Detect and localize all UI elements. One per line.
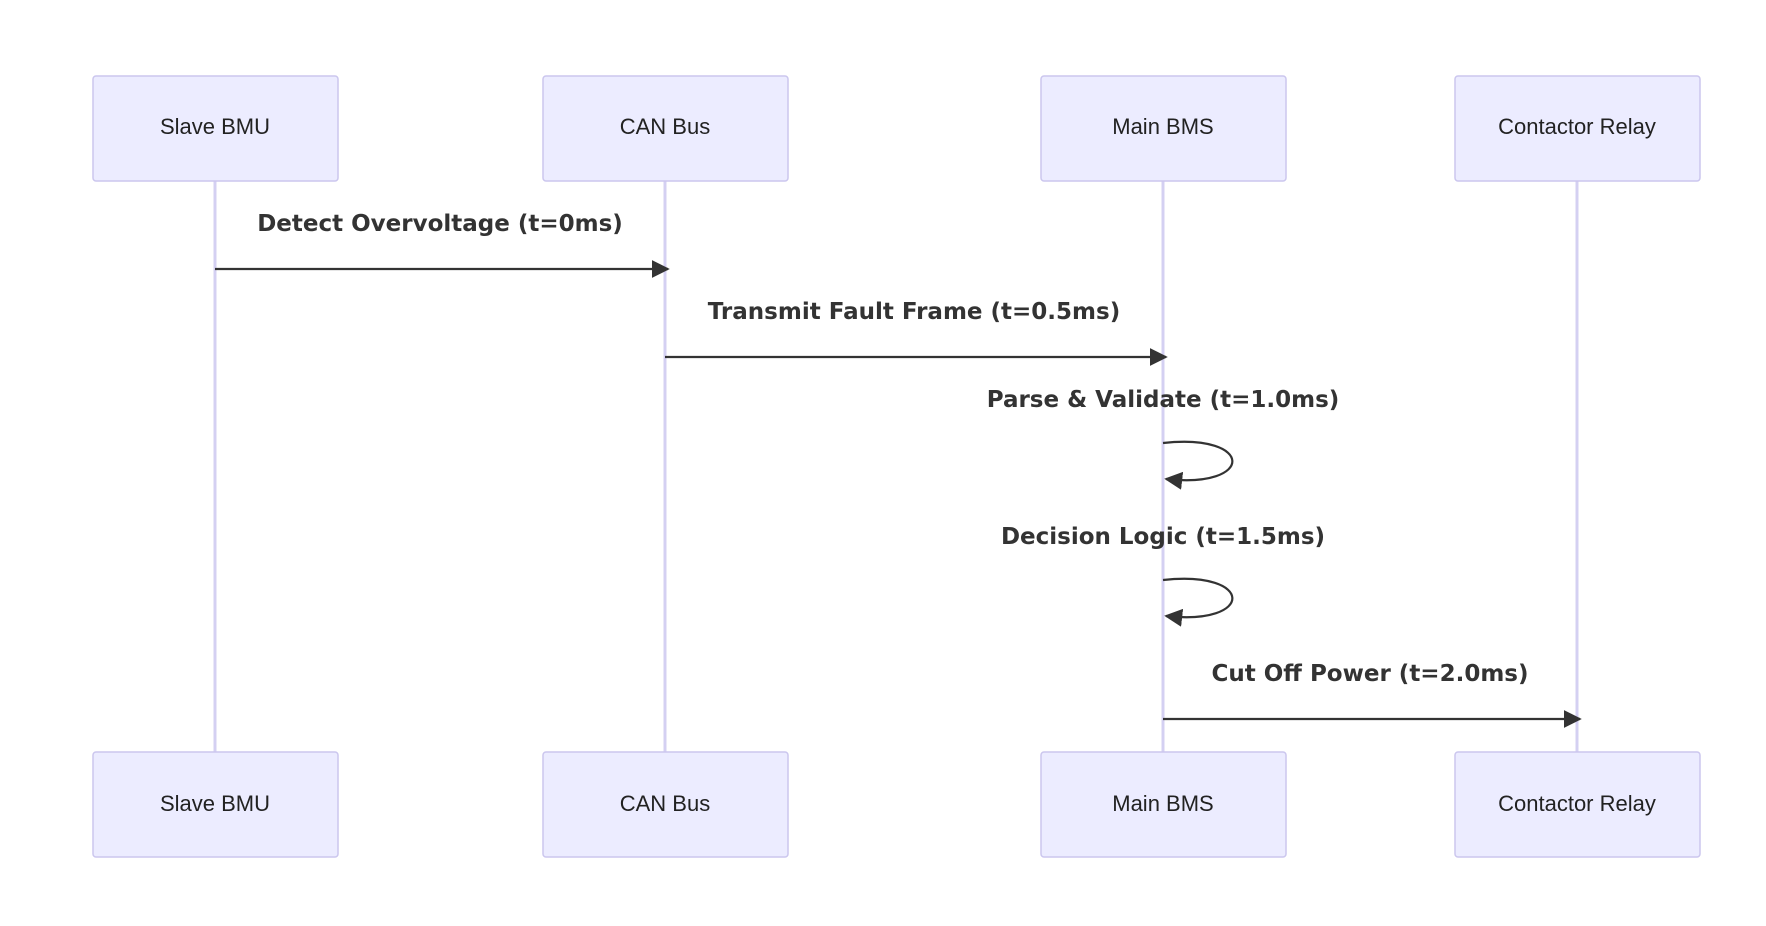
messages: Detect Overvoltage (t=0ms) Transmit Faul…	[215, 211, 1582, 728]
message-label: Parse & Validate (t=1.0ms)	[987, 387, 1340, 413]
message-decision-logic: Decision Logic (t=1.5ms)	[1001, 524, 1325, 627]
message-transmit-fault-frame: Transmit Fault Frame (t=0.5ms)	[665, 299, 1168, 366]
message-parse-validate: Parse & Validate (t=1.0ms)	[987, 387, 1340, 490]
message-cut-off-power: Cut Off Power (t=2.0ms)	[1163, 661, 1582, 728]
self-loop-arrow	[1162, 440, 1234, 490]
message-label: Cut Off Power (t=2.0ms)	[1212, 661, 1529, 687]
actor-top-slave-bmu: Slave BMU	[92, 75, 339, 182]
actor-bottom-main-bms: Main BMS	[1040, 751, 1287, 858]
actor-bottom-can-bus: CAN Bus	[542, 751, 789, 858]
actor-label: CAN Bus	[620, 791, 710, 816]
actor-label: CAN Bus	[620, 114, 710, 139]
actor-top-contactor-relay: Contactor Relay	[1454, 75, 1701, 182]
actor-label: Main BMS	[1112, 114, 1213, 139]
actor-label: Main BMS	[1112, 791, 1213, 816]
actor-bottom-contactor-relay: Contactor Relay	[1454, 751, 1701, 858]
actors-top: Slave BMU CAN Bus Main BMS Contactor Rel…	[92, 75, 1701, 182]
actor-bottom-slave-bmu: Slave BMU	[92, 751, 339, 858]
message-label: Transmit Fault Frame (t=0.5ms)	[708, 299, 1120, 325]
message-label: Detect Overvoltage (t=0ms)	[257, 211, 623, 237]
actor-label: Slave BMU	[160, 114, 270, 139]
actor-label: Contactor Relay	[1498, 114, 1656, 139]
actor-top-main-bms: Main BMS	[1040, 75, 1287, 182]
message-label: Decision Logic (t=1.5ms)	[1001, 524, 1325, 550]
self-loop-arrow	[1162, 577, 1234, 627]
actor-label: Contactor Relay	[1498, 791, 1656, 816]
message-detect-overvoltage: Detect Overvoltage (t=0ms)	[215, 211, 670, 278]
actor-top-can-bus: CAN Bus	[542, 75, 789, 182]
actor-label: Slave BMU	[160, 791, 270, 816]
actors-bottom: Slave BMU CAN Bus Main BMS Contactor Rel…	[92, 751, 1701, 858]
